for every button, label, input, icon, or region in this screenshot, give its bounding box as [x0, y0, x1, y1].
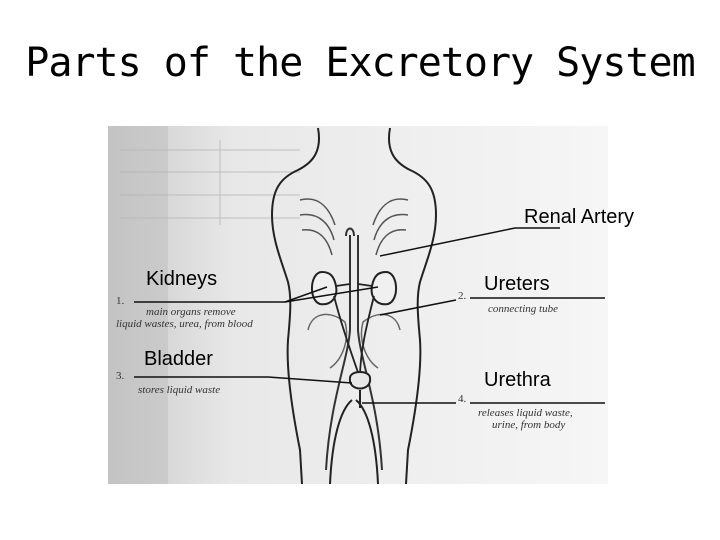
bladder — [348, 371, 372, 390]
urethra-description-line-2: urine, from body — [492, 419, 566, 431]
pelvis — [307, 313, 401, 369]
number-1: 1. — [116, 295, 125, 307]
label-ureters: Ureters — [484, 273, 550, 295]
bladder-description: stores liquid waste — [138, 384, 221, 396]
faded-table — [120, 140, 300, 225]
number-3: 3. — [116, 370, 125, 382]
slide-title: Parts of the Excretory System — [25, 40, 695, 86]
ribcage — [299, 198, 409, 256]
excretory-system-diagram — [108, 126, 608, 484]
scan-shadow — [108, 126, 168, 484]
number-2: 2. — [458, 290, 467, 302]
number-4: 4. — [458, 393, 467, 405]
kidneys-description-line-1: main organs remove — [146, 306, 236, 318]
ureters-description: connecting tube — [488, 303, 558, 315]
label-kidneys: Kidneys — [146, 268, 218, 290]
label-renal-artery: Renal Artery — [524, 206, 635, 228]
ureters — [333, 295, 375, 379]
leader-lines — [134, 227, 605, 404]
body-outline — [270, 127, 438, 484]
label-bladder: Bladder — [144, 348, 213, 370]
renal-arteries — [335, 283, 373, 287]
label-urethra: Urethra — [484, 369, 551, 391]
urethra-description-line-1: releases liquid waste, — [478, 407, 573, 419]
kidneys-description-line-2: liquid wastes, urea, from blood — [116, 318, 253, 330]
